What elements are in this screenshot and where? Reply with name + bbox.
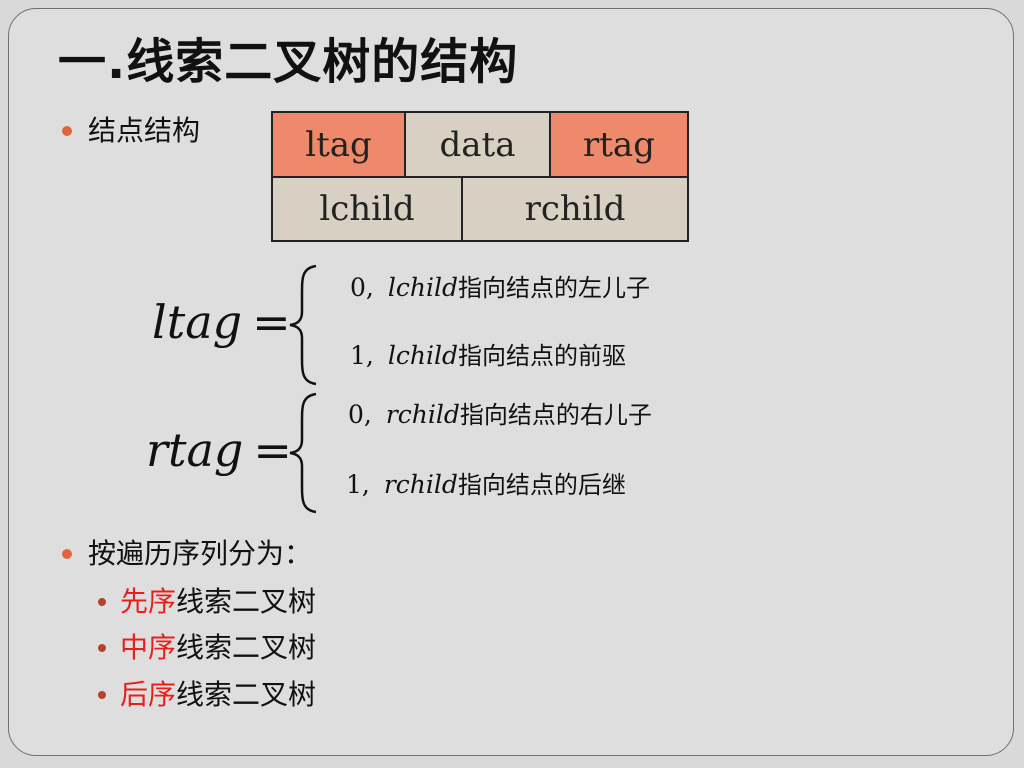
bullet-traversal-types: 按遍历序列分为：	[88, 537, 313, 570]
cell-lchild: lchild	[273, 178, 463, 240]
rtag-case-0: 0, rchild指向结点的右儿子	[348, 399, 652, 431]
case-variable: lchild	[387, 273, 458, 302]
sub-bullet-dot-icon	[98, 598, 106, 606]
rtag-formula-lhs: rtag=	[146, 422, 292, 478]
case-description: 指向结点的右儿子	[459, 401, 652, 429]
list-item: 中序线索二叉树	[120, 630, 316, 666]
bullet-node-structure: 结点结构	[88, 114, 201, 147]
rtag-symbol: rtag	[146, 423, 244, 477]
case-variable: rchild	[383, 470, 458, 499]
list-item: 后序线索二叉树	[120, 677, 316, 713]
case-value: 1,	[350, 341, 374, 370]
list-item: 先序线索二叉树	[120, 584, 316, 620]
traversal-prefix: 中序	[120, 631, 177, 664]
case-description: 指向结点的前驱	[457, 342, 626, 370]
table-row: ltag data rtag	[273, 113, 687, 178]
traversal-prefix: 先序	[120, 585, 177, 618]
cell-rchild: rchild	[463, 178, 687, 240]
ltag-case-1: 1, lchild指向结点的前驱	[350, 340, 626, 372]
cell-data: data	[406, 113, 551, 176]
bullet-dot-icon	[62, 126, 72, 136]
equals-sign: =	[253, 423, 292, 477]
traversal-suffix: 线索二叉树	[176, 678, 317, 711]
traversal-suffix: 线索二叉树	[176, 585, 317, 618]
case-description: 指向结点的后继	[457, 471, 626, 499]
traversal-suffix: 线索二叉树	[176, 631, 317, 664]
ltag-symbol: ltag	[152, 295, 243, 349]
sub-bullet-dot-icon	[98, 691, 106, 699]
equals-sign: =	[252, 295, 291, 349]
bullet-dot-icon	[62, 549, 72, 559]
case-variable: rchild	[385, 400, 460, 429]
cell-ltag: ltag	[273, 113, 406, 176]
case-description: 指向结点的左儿子	[457, 274, 650, 302]
case-variable: lchild	[387, 341, 458, 370]
cell-rtag: rtag	[551, 113, 687, 176]
case-value: 0,	[348, 400, 372, 429]
rtag-case-1: 1, rchild指向结点的后继	[346, 469, 626, 501]
node-structure-table: ltag data rtag lchild rchild	[271, 111, 689, 242]
ltag-case-0: 0, lchild指向结点的左儿子	[350, 272, 650, 304]
slide-title: 一.线索二叉树的结构	[58, 34, 519, 90]
sub-bullet-dot-icon	[98, 644, 106, 652]
case-value: 0,	[350, 273, 374, 302]
left-brace-icon	[289, 264, 317, 386]
case-value: 1,	[346, 470, 370, 499]
ltag-formula-lhs: ltag=	[152, 294, 291, 350]
left-brace-icon	[289, 392, 317, 514]
table-row: lchild rchild	[273, 178, 687, 240]
traversal-prefix: 后序	[120, 678, 177, 711]
